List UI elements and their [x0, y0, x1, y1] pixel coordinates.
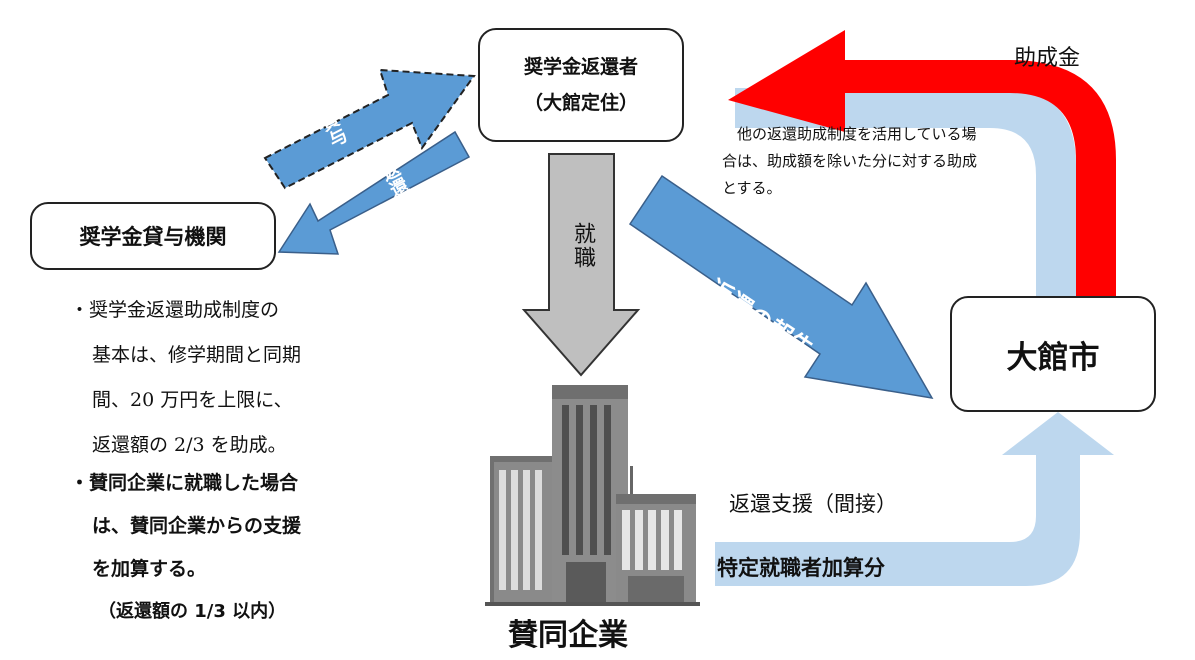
other-subsidy-line: 合は、助成額を除いた分に対する助成: [722, 152, 978, 170]
employment-label: 就職: [570, 222, 595, 270]
special-addition-label: 特定就職者加算分: [717, 556, 885, 580]
other-subsidy-line: 他の返還助成制度を活用している場: [737, 125, 977, 143]
other-subsidy-note: 他の返還助成制度を活用している場 合は、助成額を除いた分に対する助成 とする。: [722, 121, 977, 202]
repay-arrow: [277, 130, 471, 255]
subsidy-label: 助成金: [1014, 46, 1081, 71]
city-box: 大館市: [950, 296, 1156, 412]
lender-title: 奨学金貸与機関: [79, 225, 227, 249]
repayer-subtitle: （大館定住）: [523, 92, 638, 114]
lender-box: 奨学金貸与機関: [30, 202, 276, 270]
support-arrow: [715, 412, 1114, 586]
bullet1-line: ・奨学金返還助成制度の: [70, 299, 280, 321]
report-arrow: [628, 174, 934, 399]
subsidy-arrow: [728, 30, 1116, 296]
bullet-note-1: ・奨学金返還助成制度の 基本は、修学期間と同期 間、20 万円を上限に、 返還額…: [70, 288, 301, 468]
bullet2-sub: （返還額の 1/3 以内）: [98, 601, 287, 622]
bullet1-line: 間、20 万円を上限に、: [92, 389, 293, 411]
bullet2-line: を加算する。: [92, 558, 207, 580]
bullet-note-2: ・賛同企業に就職した場合 は、賛同企業からの支援 を加算する。: [70, 462, 301, 591]
repayer-box: 奨学金返還者 （大館定住）: [478, 28, 684, 142]
city-title: 大館市: [1006, 339, 1100, 376]
other-subsidy-line: とする。: [722, 179, 782, 197]
employment-arrow: [521, 153, 641, 377]
loan-arrow: [263, 68, 476, 190]
repayer-title: 奨学金返還者: [523, 56, 638, 78]
bullet1-line: 返還額の 2/3 を助成。: [92, 434, 287, 456]
company-label: 賛同企業: [508, 618, 628, 653]
bullet2-line: ・賛同企業に就職した場合: [70, 472, 299, 494]
bullet2-line: は、賛同企業からの支援: [92, 515, 302, 537]
support-indirect-label: 返還支援（間接）: [729, 492, 897, 516]
bullet1-line: 基本は、修学期間と同期: [92, 344, 302, 366]
company-building-icon: [485, 385, 700, 606]
